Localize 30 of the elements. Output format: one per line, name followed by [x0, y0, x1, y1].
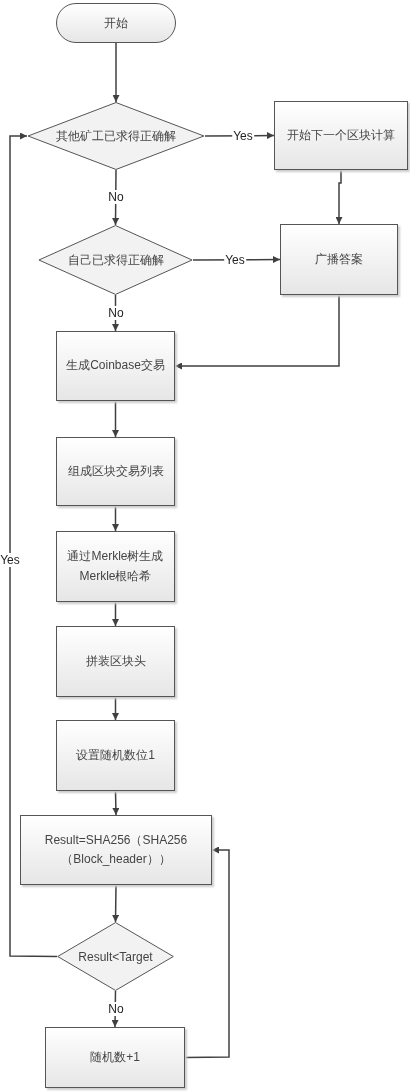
- start-box: 开始: [56, 3, 176, 43]
- process-box: Result=SHA256（SHA256（Block_header））: [20, 815, 212, 885]
- process-box: 通过Merkle树生成Merkle根哈希: [56, 531, 175, 602]
- arrow: [112, 884, 120, 923]
- decision-diamond: 其他矿工已求得正确解: [27, 102, 205, 170]
- decision-diamond: Result<Target: [57, 922, 174, 991]
- edge-label: Yes: [0, 553, 21, 567]
- process-box: 组成区块交易列表: [56, 437, 175, 506]
- arrow: [112, 42, 120, 103]
- edge-label: Yes: [224, 253, 246, 267]
- arrow: [112, 400, 119, 438]
- arrow: [184, 846, 230, 1059]
- arrow: [335, 169, 343, 225]
- arrow: [9, 132, 58, 958]
- process-box: 生成Coinbase交易: [56, 331, 175, 401]
- process-box: 拼装区块头: [56, 626, 175, 697]
- edge-label: Yes: [232, 129, 254, 143]
- edge-label: No: [107, 306, 125, 320]
- decision-diamond: 自己已求得正确解: [38, 225, 193, 295]
- process-box: 随机数+1: [45, 1027, 185, 1088]
- process-box: 广播答案: [280, 224, 398, 295]
- arrow: [112, 696, 119, 721]
- process-box: 开始下一个区块计算: [274, 101, 408, 170]
- edge-label: No: [107, 190, 125, 204]
- arrow: [112, 601, 119, 627]
- arrow: [112, 790, 120, 816]
- arrow: [174, 294, 340, 370]
- arrow: [112, 505, 119, 532]
- process-box: 设置随机数位1: [56, 720, 175, 791]
- edge-label: No: [107, 1002, 125, 1016]
